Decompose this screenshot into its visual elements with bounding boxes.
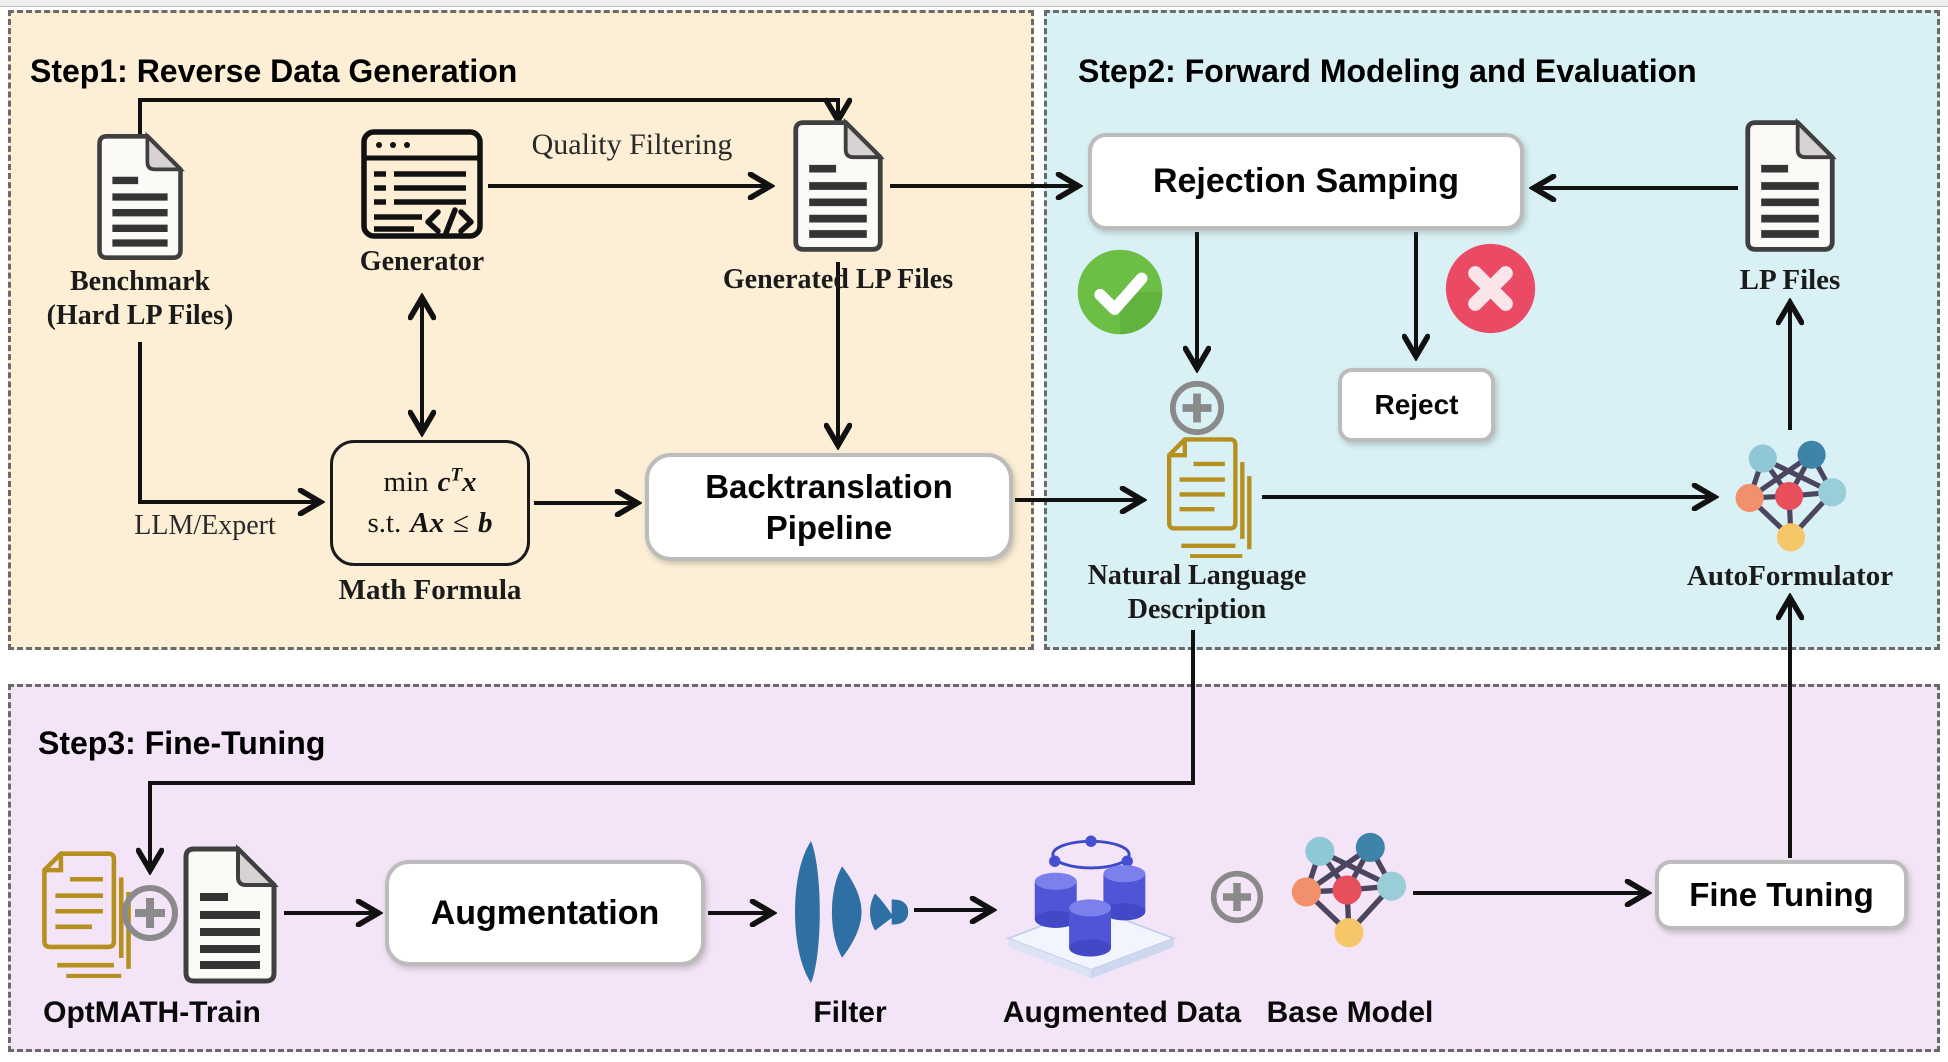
- rejection-sampling-box: Rejection Samping: [1088, 133, 1524, 230]
- natural-language-label-line1: Natural Language: [1087, 560, 1307, 591]
- filter-funnel-icon: [795, 841, 909, 983]
- generated-lp-label: Generated LP Files: [722, 264, 954, 295]
- reject-label: Reject: [1374, 389, 1459, 420]
- step2-title: Step2: Forward Modeling and Evaluation: [1078, 52, 1697, 89]
- llm-expert-label: LLM/Expert: [134, 510, 276, 541]
- quality-filtering-label: Quality Filtering: [531, 128, 733, 161]
- backtranslation-line2: Pipeline: [765, 509, 893, 546]
- natural-language-doc-stack-icon: [1166, 437, 1252, 558]
- autoformulator-network-icon: [1735, 440, 1847, 552]
- merge-plus-icon: [1210, 870, 1264, 924]
- backtranslation-line1: Backtranslation: [705, 467, 953, 505]
- lp-files-label: LP Files: [1739, 264, 1841, 296]
- base-model-network-icon: [1291, 832, 1407, 948]
- fine-tuning-box: Fine Tuning: [1655, 860, 1908, 930]
- optmath-plus-icon: [122, 885, 178, 941]
- benchmark-sublabel: (Hard LP Files): [46, 300, 234, 331]
- optmath-train-label: OptMATH-Train: [43, 996, 261, 1029]
- benchmark-label: Benchmark: [70, 266, 210, 297]
- base-model-label: Base Model: [1266, 996, 1434, 1029]
- augmentation-label: Augmentation: [430, 893, 660, 932]
- rejection-sampling-label: Rejection Samping: [1152, 162, 1460, 200]
- math-constraint: s.t.Ax≤b: [367, 507, 493, 539]
- math-formula-label: Math Formula: [338, 574, 522, 606]
- augmented-data-label: Augmented Data: [1002, 996, 1242, 1029]
- augmented-data-database-icon: [1005, 835, 1177, 979]
- optmath-white-doc-icon: [183, 844, 279, 984]
- window-top-edge: [0, 0, 1948, 7]
- generated-lp-document-icon: [793, 118, 885, 252]
- generator-label: Generator: [359, 246, 485, 277]
- autoformulator-label: AutoFormulator: [1686, 560, 1894, 592]
- step1-title: Step1: Reverse Data Generation: [30, 52, 518, 89]
- reject-box: Reject: [1338, 368, 1495, 442]
- backtranslation-pipeline-box: Backtranslation Pipeline: [645, 453, 1013, 561]
- generator-browser-icon: [361, 129, 483, 239]
- filter-label: Filter: [813, 996, 887, 1029]
- step3-title: Step3: Fine-Tuning: [38, 724, 326, 761]
- augmentation-box: Augmentation: [385, 860, 705, 966]
- lp-files-document-icon: [1745, 118, 1837, 252]
- cross-icon: [1445, 243, 1536, 334]
- accept-plus-icon: [1169, 380, 1225, 436]
- benchmark-document-icon: [97, 132, 185, 261]
- fine-tuning-label: Fine Tuning: [1689, 876, 1874, 913]
- natural-language-label-line2: Description: [1127, 594, 1267, 625]
- check-icon: [1077, 249, 1163, 335]
